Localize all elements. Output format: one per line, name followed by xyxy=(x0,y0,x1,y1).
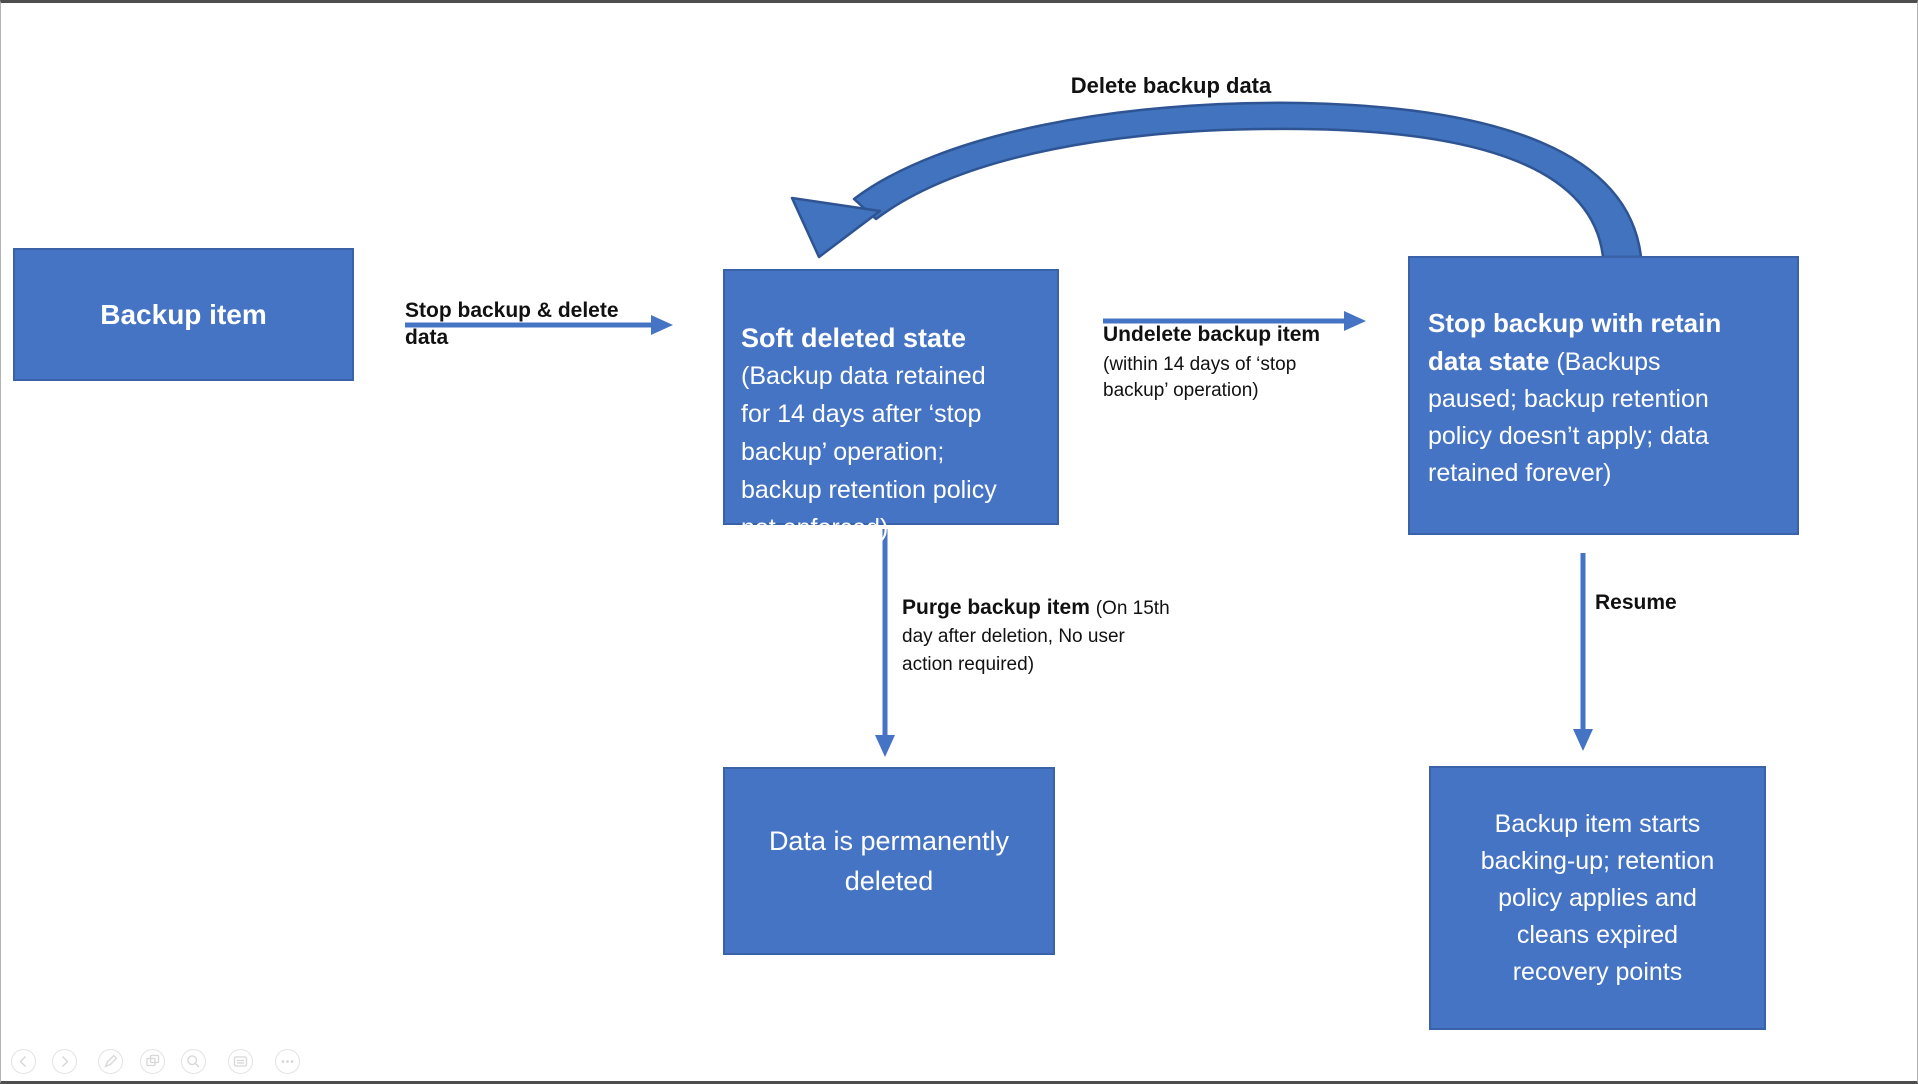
purge-arrow xyxy=(875,529,895,757)
edge-label-undelete-title: Undelete backup item xyxy=(1103,323,1321,346)
delete-backup-data-arrow xyxy=(852,101,1643,259)
stop-delete-arrow xyxy=(405,315,673,335)
arrows-layer xyxy=(405,101,1643,757)
edge-label-purge: Purge backup item (On 15th day after del… xyxy=(902,566,1202,679)
previous-button[interactable] xyxy=(11,1049,36,1074)
next-button[interactable] xyxy=(52,1049,77,1074)
edge-label-purge-detail: (On 15th day after deletion, No user act… xyxy=(902,598,1170,675)
node-backup-item: Backup item xyxy=(13,248,354,381)
resume-arrow xyxy=(1573,553,1593,751)
node-perm-deleted-label: Data is permanently deleted xyxy=(768,826,1010,896)
node-backup-item-label: Backup item xyxy=(100,298,267,330)
notes-button[interactable] xyxy=(228,1049,253,1074)
node-soft-deleted-body: (Backup data retained for 14 days after … xyxy=(741,362,997,542)
edge-label-resume: Resume xyxy=(1595,591,1677,614)
node-soft-deleted-title: Soft deleted state xyxy=(741,323,967,353)
node-resume-result-label: Backup item starts backing-up; retention… xyxy=(1480,809,1715,986)
node-backup-resumes: Backup item starts backing-up; retention… xyxy=(1429,766,1766,1030)
edge-label-undelete-detail: (within 14 days of ‘stop backup’ operati… xyxy=(1103,354,1297,401)
node-data-permanently-deleted: Data is permanently deleted xyxy=(723,767,1055,955)
zoom-button[interactable] xyxy=(181,1049,206,1074)
node-stop-retain-body: (Backups paused; backup retention policy… xyxy=(1428,348,1709,487)
edge-label-purge-title: Purge backup item xyxy=(902,596,1096,619)
copy-slide-button[interactable] xyxy=(140,1049,165,1074)
edge-label-undelete: Undelete backup item (within 14 days of ‘… xyxy=(1103,297,1363,404)
pen-button[interactable] xyxy=(98,1049,123,1074)
edge-label-delete-backup-data: Delete backup data xyxy=(1070,73,1272,98)
edge-label-stop-backup-delete-data: Stop backup & delete data xyxy=(405,299,619,349)
delete-backup-data-arrowhead xyxy=(790,196,882,259)
node-stop-backup-retain-state: Stop backup with retain data state (Back… xyxy=(1408,256,1799,535)
node-stop-retain-title: Stop backup with retain data state xyxy=(1428,308,1722,376)
node-soft-deleted-state: Soft deleted state (Backup data retained … xyxy=(723,269,1059,542)
undelete-arrow xyxy=(1103,311,1366,331)
more-button[interactable] xyxy=(275,1049,300,1074)
